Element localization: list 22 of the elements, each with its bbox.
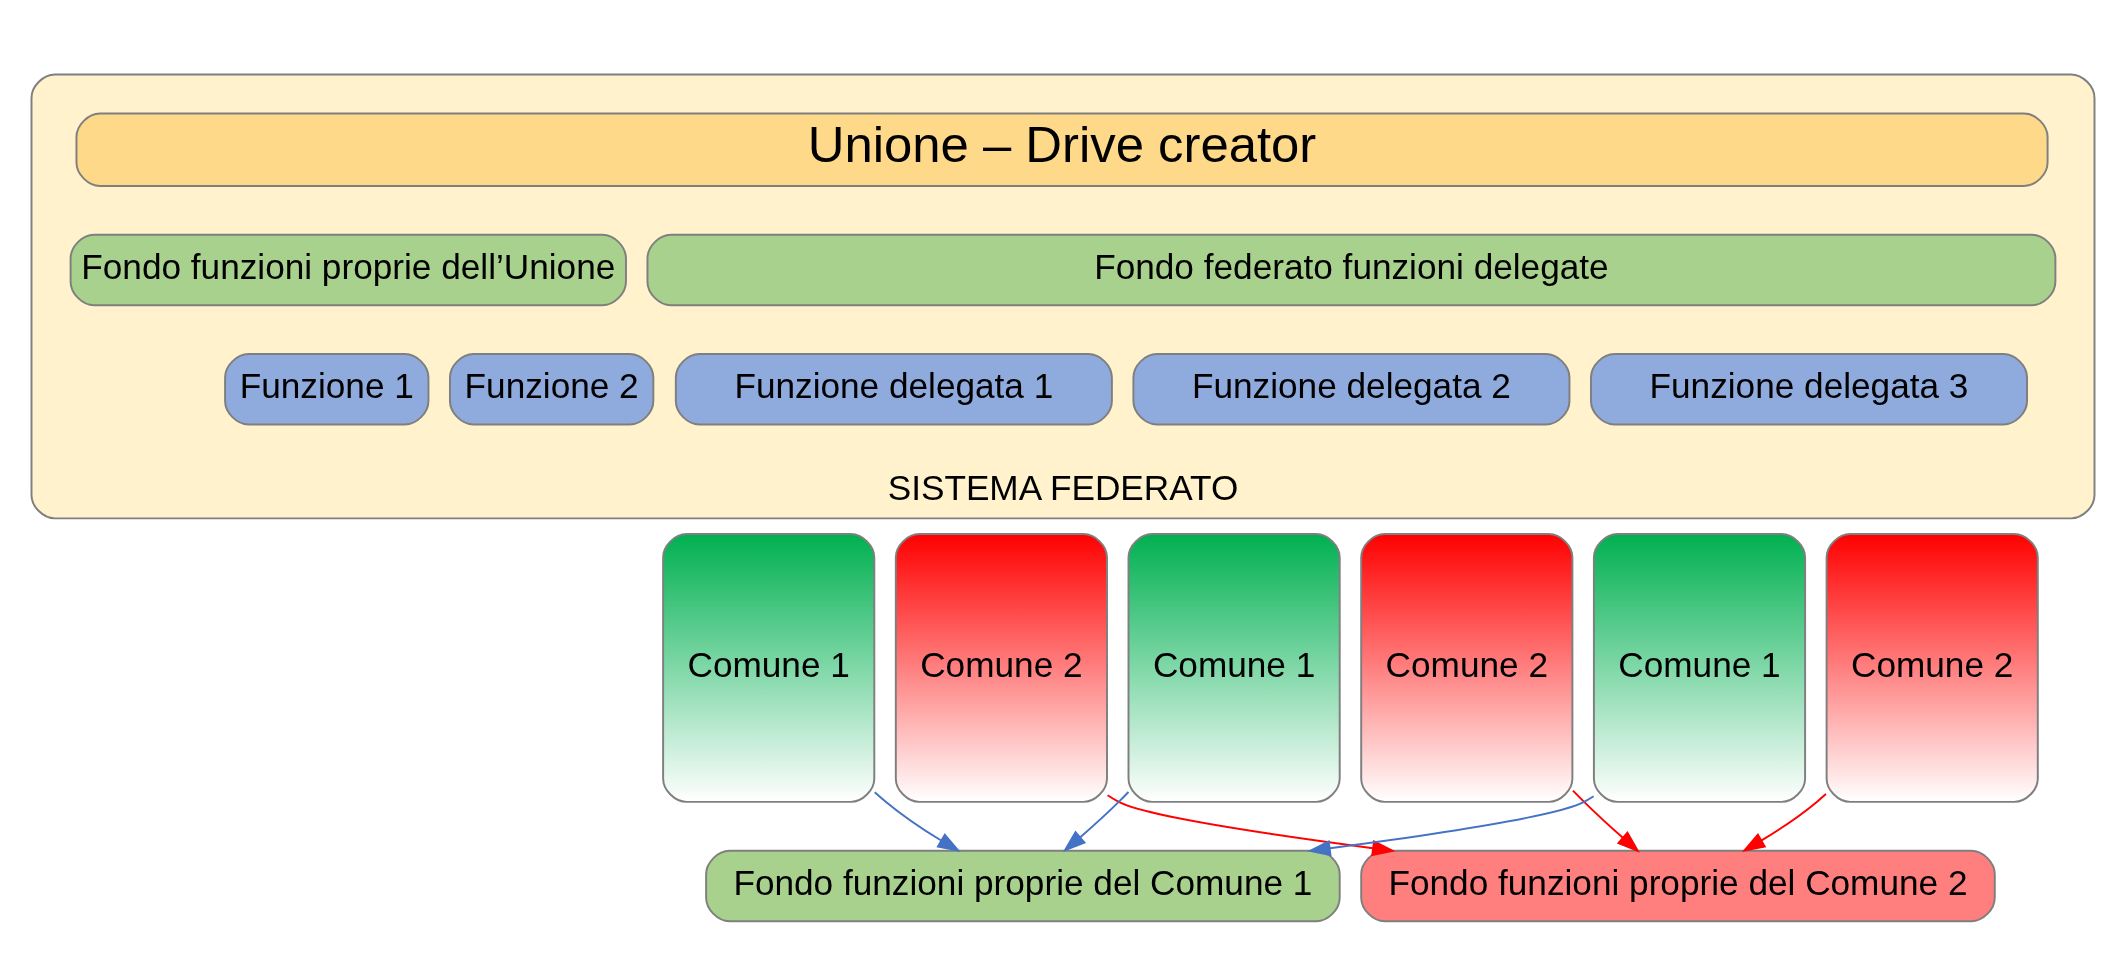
node-box: Funzione delegata 2: [1132, 353, 1571, 426]
node-box: Fondo funzioni proprie del Comune 2: [1360, 849, 1996, 923]
node-box: Funzione 2: [448, 353, 655, 426]
node-box: Funzione 1: [224, 353, 430, 426]
node-box: Comune 1: [1592, 533, 1807, 803]
node-box: Comune 2: [1825, 533, 2039, 803]
node-box: Funzione delegata 1: [674, 353, 1113, 426]
node-box: Comune 2: [894, 533, 1108, 803]
node-box: Comune 2: [1360, 533, 1574, 803]
node-box: Unione – Drive creator: [75, 112, 2049, 187]
arrow: [1572, 789, 1640, 853]
node-box: Comune 1: [662, 533, 876, 803]
node-box: Funzione delegata 3: [1590, 353, 2028, 426]
arrow: [873, 791, 961, 853]
arrow: [1062, 791, 1130, 853]
arrow: [1307, 795, 1595, 857]
node-box: Fondo funzioni proprie del Comune 1: [705, 849, 1341, 923]
node-box: Comune 1: [1127, 533, 1341, 803]
arrow: [1741, 793, 1827, 852]
arrow: [1106, 794, 1396, 857]
node-box: Fondo federato funzioni delegate: [646, 233, 2057, 307]
node-box: Fondo funzioni proprie dell’Unione: [69, 233, 627, 307]
